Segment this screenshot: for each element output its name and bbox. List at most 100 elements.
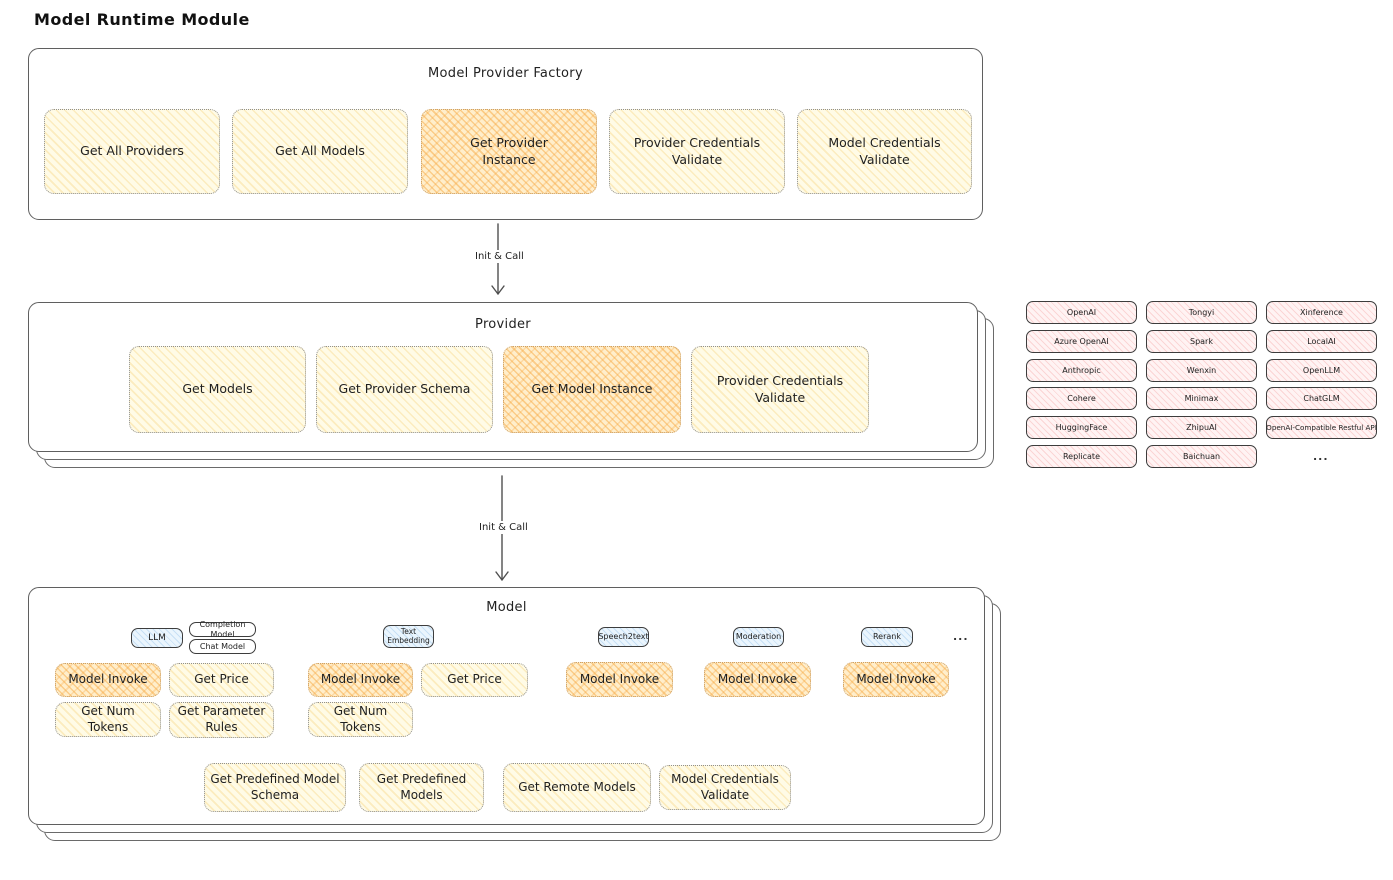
chip-label: ZhipuAI (1186, 423, 1217, 432)
tags-ellipsis: ... (953, 630, 969, 643)
provider-chip-replicate: Replicate (1026, 445, 1137, 468)
node-label: Get Price (194, 672, 249, 687)
provider-chip-baichuan: Baichuan (1146, 445, 1257, 468)
node-label: Get Predefined Model Schema (210, 771, 340, 802)
chip-label: LocalAI (1307, 337, 1336, 346)
node-embedding-model-invoke: Model Invoke (308, 663, 413, 697)
node-provider-credentials-validate-2: Provider Credentials Validate (691, 346, 869, 433)
node-label: Get Num Tokens (81, 703, 135, 734)
node-label: Get Remote Models (518, 779, 636, 794)
provider-chip-azure-openai: Azure OpenAI (1026, 330, 1137, 353)
tag-label: Speech2text (598, 632, 649, 642)
node-label: Model Credentials Validate (671, 771, 779, 802)
node-get-model-instance: Get Model Instance (503, 346, 681, 433)
arrow2-label: Init & Call (475, 521, 532, 534)
provider-chip-tongyi: Tongyi (1146, 301, 1257, 324)
node-model-credentials-validate: Model Credentials Validate (797, 109, 972, 194)
arrow1-label: Init & Call (471, 250, 528, 263)
provider-chip-openai: OpenAI (1026, 301, 1137, 324)
provider-container: Provider Get Models Get Provider Schema … (28, 302, 978, 452)
diagram-title: Model Runtime Module (34, 10, 250, 29)
node-label: Provider Credentials Validate (633, 135, 761, 167)
node-moderation-model-invoke: Model Invoke (704, 662, 811, 697)
tag-label: Rerank (872, 632, 901, 642)
node-label: Provider Credentials Validate (716, 373, 844, 405)
provider-chip-wenxin: Wenxin (1146, 359, 1257, 382)
chip-label: Minimax (1184, 394, 1219, 403)
node-label: Model Invoke (856, 671, 936, 686)
tag-text-embedding: Text Embedding (383, 625, 434, 648)
node-llm-model-invoke: Model Invoke (55, 663, 161, 697)
node-label: Get Models (182, 381, 253, 397)
node-label: Model Invoke (320, 672, 401, 687)
node-speech2text-model-invoke: Model Invoke (566, 662, 673, 697)
chip-label: Cohere (1067, 394, 1096, 403)
node-label: Get Parameter Rules (177, 704, 266, 734)
node-llm-get-price: Get Price (169, 663, 274, 697)
node-provider-credentials-validate: Provider Credentials Validate (609, 109, 785, 194)
chip-label: Replicate (1062, 452, 1100, 461)
node-label: Model Invoke (68, 672, 148, 687)
factory-label: Model Provider Factory (428, 66, 583, 81)
node-label: Model Invoke (717, 671, 798, 686)
providers-ellipsis: ... (1313, 450, 1329, 463)
chip-label: Tongyi (1188, 308, 1215, 317)
tag-label: Text Embedding (387, 626, 430, 645)
provider-chip-huggingface: HuggingFace (1026, 416, 1137, 439)
model-label: Model (486, 600, 527, 615)
tag-rerank: Rerank (861, 627, 913, 647)
node-label: Get Provider Instance (470, 135, 548, 167)
node-get-remote-models: Get Remote Models (503, 763, 651, 812)
provider-chip-anthropic: Anthropic (1026, 359, 1137, 382)
node-label: Get Num Tokens (333, 703, 388, 734)
tag-speech2text: Speech2text (598, 627, 649, 647)
node-llm-get-parameter-rules: Get Parameter Rules (169, 702, 274, 738)
provider-chip-openai-compatible: OpenAI-Compatible Restful API (1266, 416, 1377, 439)
provider-chip-xinference: Xinference (1266, 301, 1377, 324)
provider-chip-cohere: Cohere (1026, 387, 1137, 410)
tag-label: Chat Model (199, 641, 246, 651)
tag-completion-model: Completion Model (189, 620, 256, 639)
node-rerank-model-invoke: Model Invoke (843, 662, 949, 697)
factory-container: Model Provider Factory Get All Providers… (28, 48, 983, 220)
node-llm-get-num-tokens: Get Num Tokens (55, 702, 161, 737)
chip-label: Baichuan (1182, 452, 1221, 461)
node-get-all-providers: Get All Providers (44, 109, 220, 194)
node-get-predefined-models: Get Predefined Models (359, 763, 484, 812)
provider-chip-localai: LocalAI (1266, 330, 1377, 353)
node-get-provider-instance: Get Provider Instance (421, 109, 597, 194)
node-label: Model Invoke (579, 671, 660, 686)
chip-label: Wenxin (1186, 366, 1217, 375)
node-label: Get Price (447, 672, 502, 687)
node-model-credentials-validate-2: Model Credentials Validate (659, 765, 791, 810)
provider-chip-openllm: OpenLLM (1266, 359, 1377, 382)
chip-label: OpenAI-Compatible Restful API (1266, 423, 1377, 432)
provider-chip-zhipuai: ZhipuAI (1146, 416, 1257, 439)
node-label: Get Provider Schema (338, 381, 471, 397)
chip-label: OpenAI (1066, 308, 1097, 317)
tag-label: LLM (148, 632, 166, 643)
tag-llm: LLM (131, 628, 183, 648)
chip-label: ChatGLM (1303, 394, 1340, 403)
node-get-all-models: Get All Models (232, 109, 408, 194)
chip-label: HuggingFace (1055, 423, 1108, 432)
chip-label: OpenLLM (1302, 366, 1341, 375)
node-label: Get All Models (275, 143, 365, 159)
chip-label: Anthropic (1062, 366, 1101, 375)
node-embedding-get-num-tokens: Get Num Tokens (308, 702, 413, 737)
node-embedding-get-price: Get Price (421, 663, 528, 697)
provider-chip-spark: Spark (1146, 330, 1257, 353)
tag-moderation: Moderation (733, 627, 784, 647)
tag-chat-model: Chat Model (189, 639, 256, 654)
node-label: Get All Providers (80, 143, 184, 159)
node-label: Get Model Instance (531, 381, 653, 397)
node-label: Model Credentials Validate (828, 135, 941, 167)
chip-label: Xinference (1300, 308, 1343, 317)
chip-label: Azure OpenAI (1054, 337, 1109, 346)
node-get-predefined-model-schema: Get Predefined Model Schema (204, 763, 346, 812)
provider-chip-minimax: Minimax (1146, 387, 1257, 410)
chip-label: Spark (1190, 337, 1213, 346)
provider-label: Provider (475, 317, 531, 332)
provider-chip-chatglm: ChatGLM (1266, 387, 1377, 410)
